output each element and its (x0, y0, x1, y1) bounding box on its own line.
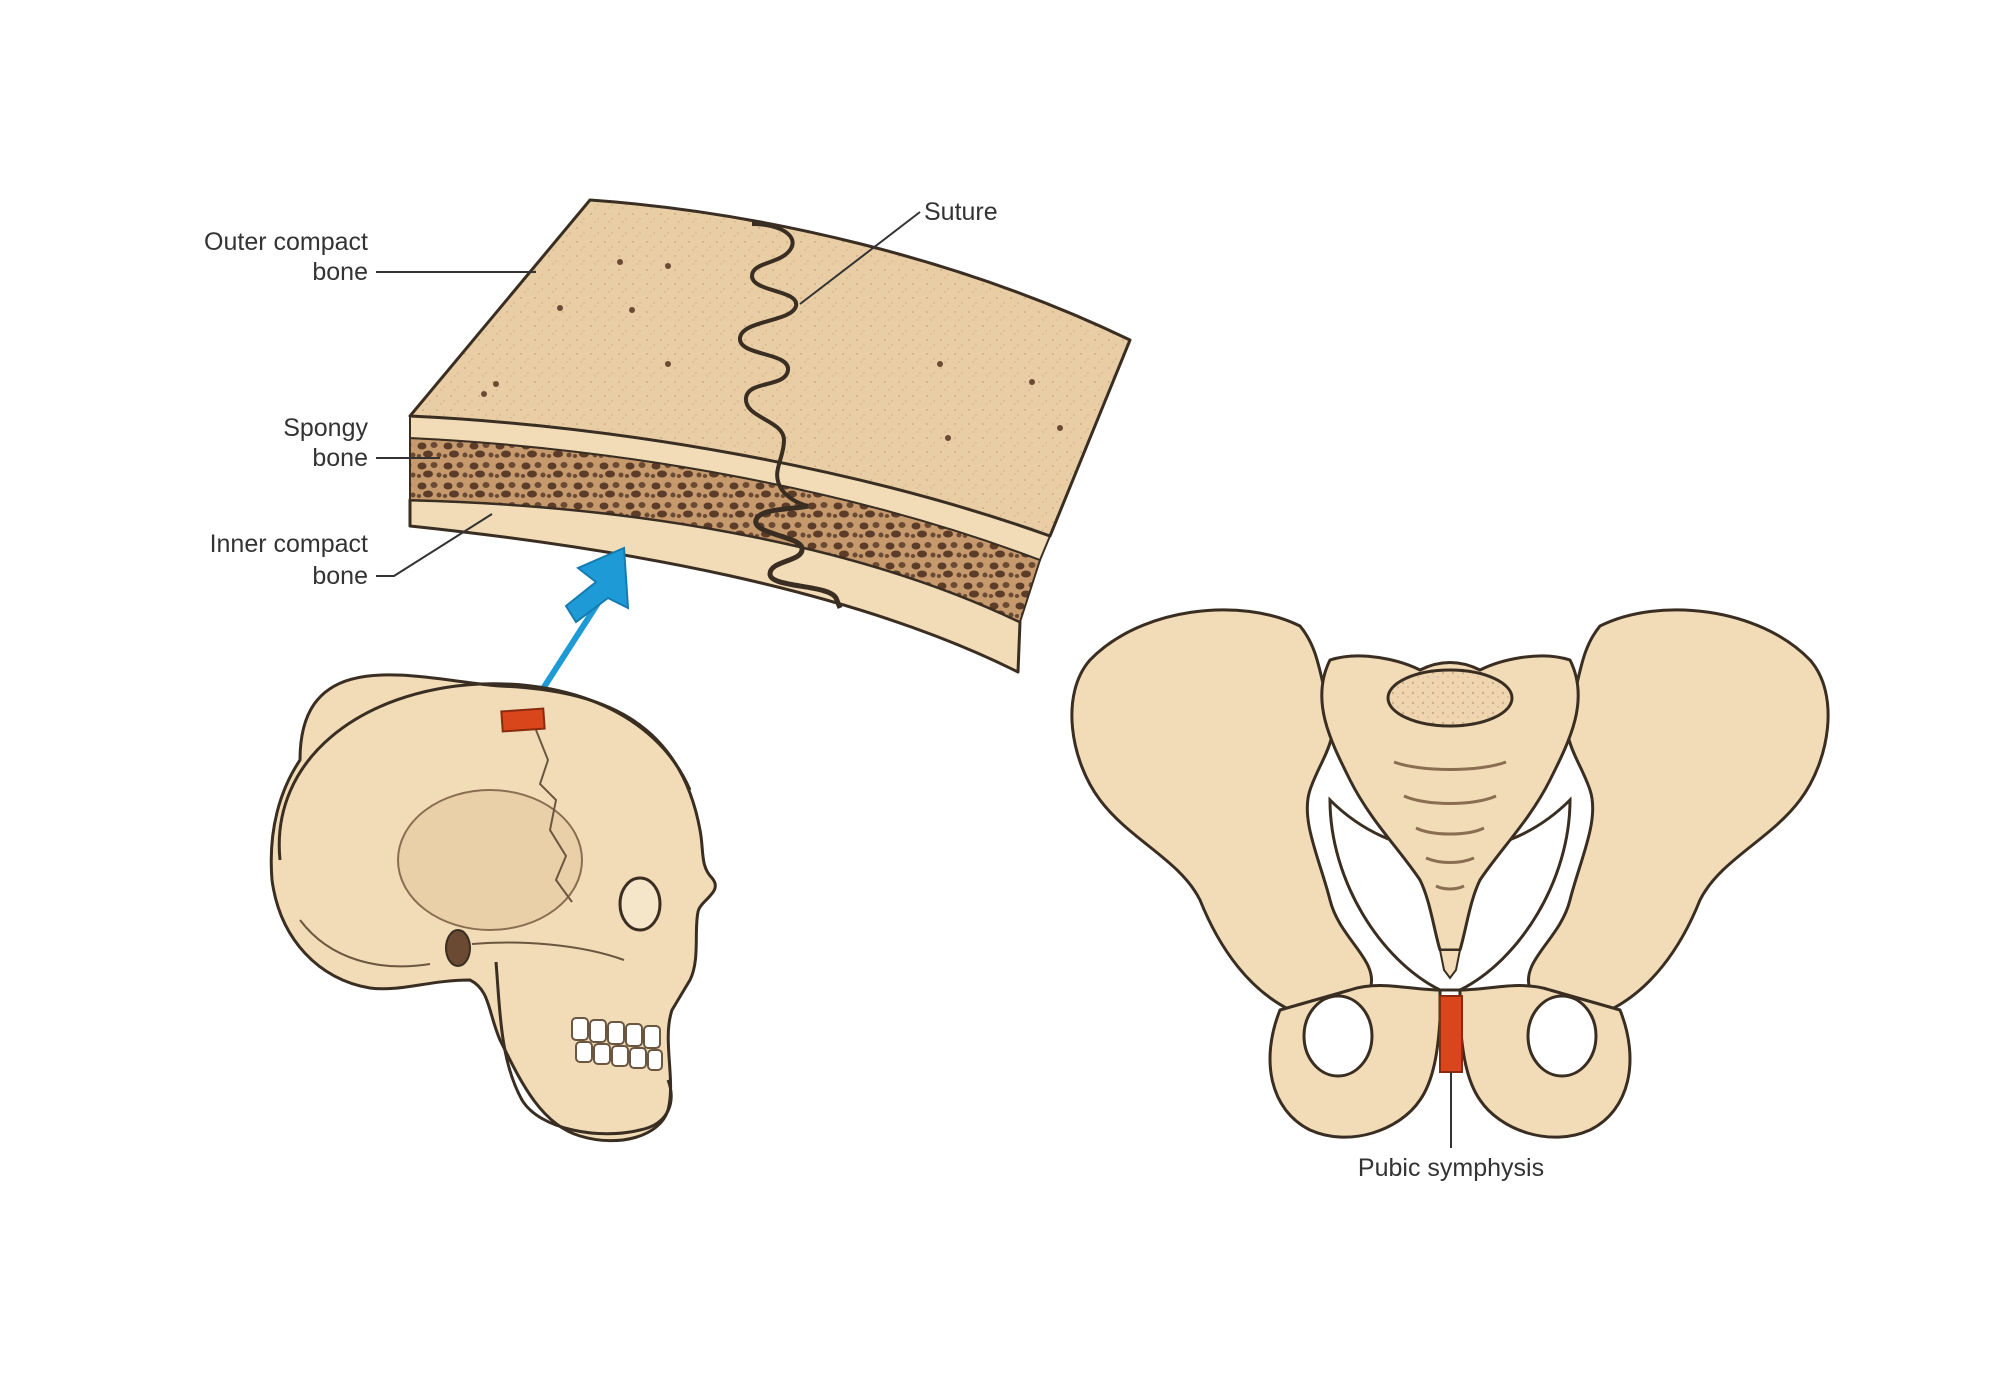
suture-cross-section (753, 503, 843, 609)
outer-compact-label-line2: bone (312, 258, 368, 286)
suture-line (738, 222, 809, 508)
label-suture: Suture (799, 198, 998, 305)
pelvis-illustration (1070, 608, 1830, 1139)
spongy-label-line1: Spongy (283, 414, 368, 442)
right-obturator-foramen (1526, 994, 1598, 1078)
arrow-head (564, 546, 630, 624)
left-obturator-foramen (1302, 994, 1374, 1078)
label-inner-compact-bone: Inner compact bone (210, 513, 493, 590)
sacral-promontory (1386, 668, 1514, 728)
coccyx (1438, 949, 1462, 980)
outer-compact-surface (408, 198, 1132, 538)
label-outer-compact-bone: Outer compact bone (204, 228, 536, 286)
pubic-symphysis-label: Pubic symphysis (1358, 1154, 1544, 1182)
teeth (571, 1017, 663, 1071)
skull-bone-section (408, 198, 1132, 674)
suture-leader (799, 211, 921, 305)
skull-illustration (269, 673, 717, 1143)
sacral-foramina-ridges (1393, 760, 1507, 891)
inner-compact-label-line2: bone (312, 562, 368, 590)
suture-label: Suture (924, 198, 998, 226)
temporal-fossa (397, 789, 583, 931)
surface-foramina (481, 259, 1063, 441)
inner-compact-label-line1: Inner compact (210, 530, 368, 558)
ear-canal (445, 929, 471, 967)
zygomatic-arch (471, 941, 625, 961)
outer-compact-label-line1: Outer compact (204, 228, 368, 256)
mandible (494, 961, 673, 1136)
spongy-label-line2: bone (312, 444, 368, 472)
inner-compact-leader (376, 513, 493, 577)
orbit (618, 876, 662, 932)
cranial-vault (277, 682, 692, 861)
occipital-ridge (299, 919, 431, 968)
suture-highlight (500, 707, 546, 733)
label-spongy-bone: Spongy bone (283, 414, 440, 472)
coronal-suture (535, 729, 573, 903)
pubic-symphysis-disc (1439, 995, 1463, 1073)
label-pubic-symphysis: Pubic symphysis (1358, 1072, 1544, 1182)
